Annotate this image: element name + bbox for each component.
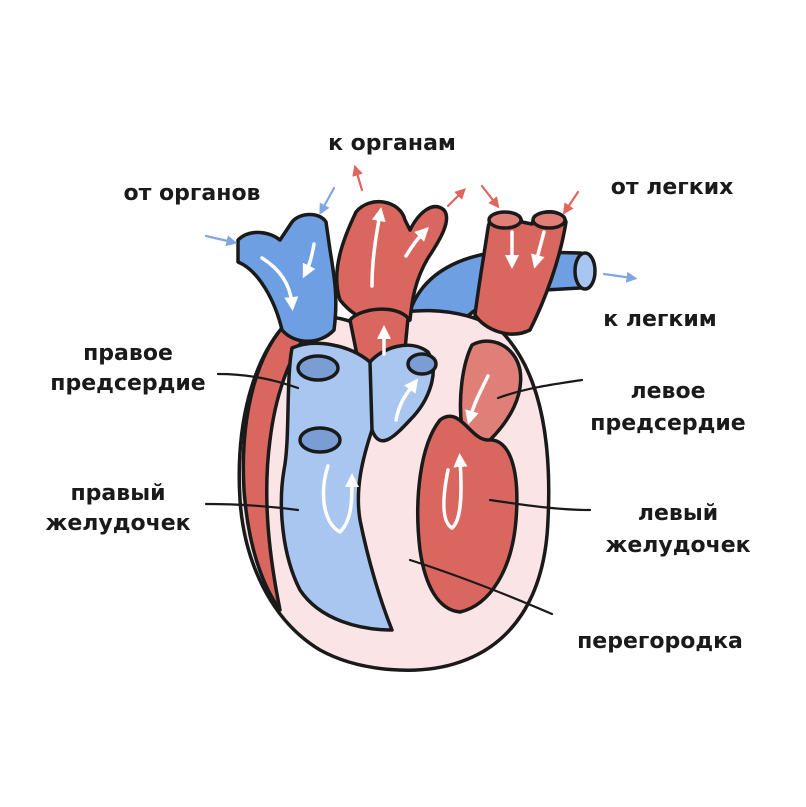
flow-arrow-left-ventricle: [442, 453, 468, 530]
label-right-ventricle-line1: правый: [70, 481, 165, 506]
flow-arrow-svc: [260, 256, 299, 311]
right-heart-wall: [241, 326, 312, 612]
label-left-ventricle-line2: желудочек: [605, 533, 750, 558]
label-right-atrium-line1: правое: [83, 341, 173, 366]
flow-arrow-right-ventricle: [321, 464, 359, 534]
flow-arrow-aorta: [370, 207, 386, 288]
label-to-organs: к органам: [328, 131, 456, 156]
pointer-right-atrium: [216, 372, 300, 390]
pulmonary-artery-opening: [573, 251, 597, 291]
arrow-to-lungs: [602, 271, 638, 283]
label-left-ventricle-line1: левый: [638, 501, 718, 526]
pointer-right-ventricle: [204, 502, 300, 512]
pulmonary-valve: [406, 352, 438, 376]
label-from-organs: от органов: [124, 181, 261, 206]
pointer-left-ventricle: [488, 498, 592, 512]
flow-arrow-svc-2: [302, 242, 316, 279]
label-from-lungs: от легких: [611, 175, 734, 200]
pointer-septum: [408, 558, 554, 616]
label-septum: перегородка: [577, 629, 743, 654]
arrow-from-lungs-right: [562, 190, 580, 215]
superior-vena-cava: [236, 212, 338, 343]
label-right-atrium-line2: предсердие: [50, 371, 205, 396]
pulmonary-veins: [473, 210, 568, 336]
pulmonary-vein-opening-2: [531, 210, 567, 230]
label-left-atrium-line2: предсердие: [590, 411, 745, 436]
pointer-left-atrium: [496, 378, 584, 400]
flow-arrow-left-atrium: [465, 374, 490, 425]
arrow-to-organs-right: [446, 188, 466, 208]
label-left-atrium-line1: левое: [631, 379, 706, 404]
right-atrium-valve-1: [296, 354, 340, 382]
label-right-ventricle-line2: желудочек: [45, 511, 190, 536]
flow-arrow-pulmonary: [394, 378, 419, 422]
arrow-from-organs-top: [319, 186, 336, 215]
right-atrium-valve-2: [298, 426, 342, 454]
arrow-from-lungs-left: [480, 184, 500, 209]
label-to-lungs: к легким: [603, 307, 716, 332]
pulmonary-vein-opening-1: [487, 210, 523, 230]
flow-arrow-aorta-2: [404, 227, 429, 258]
arrow-to-organs-left: [352, 164, 364, 192]
arrow-from-organs-left: [204, 234, 238, 247]
flow-arrow-pulmonary-veins-2: [531, 230, 546, 269]
